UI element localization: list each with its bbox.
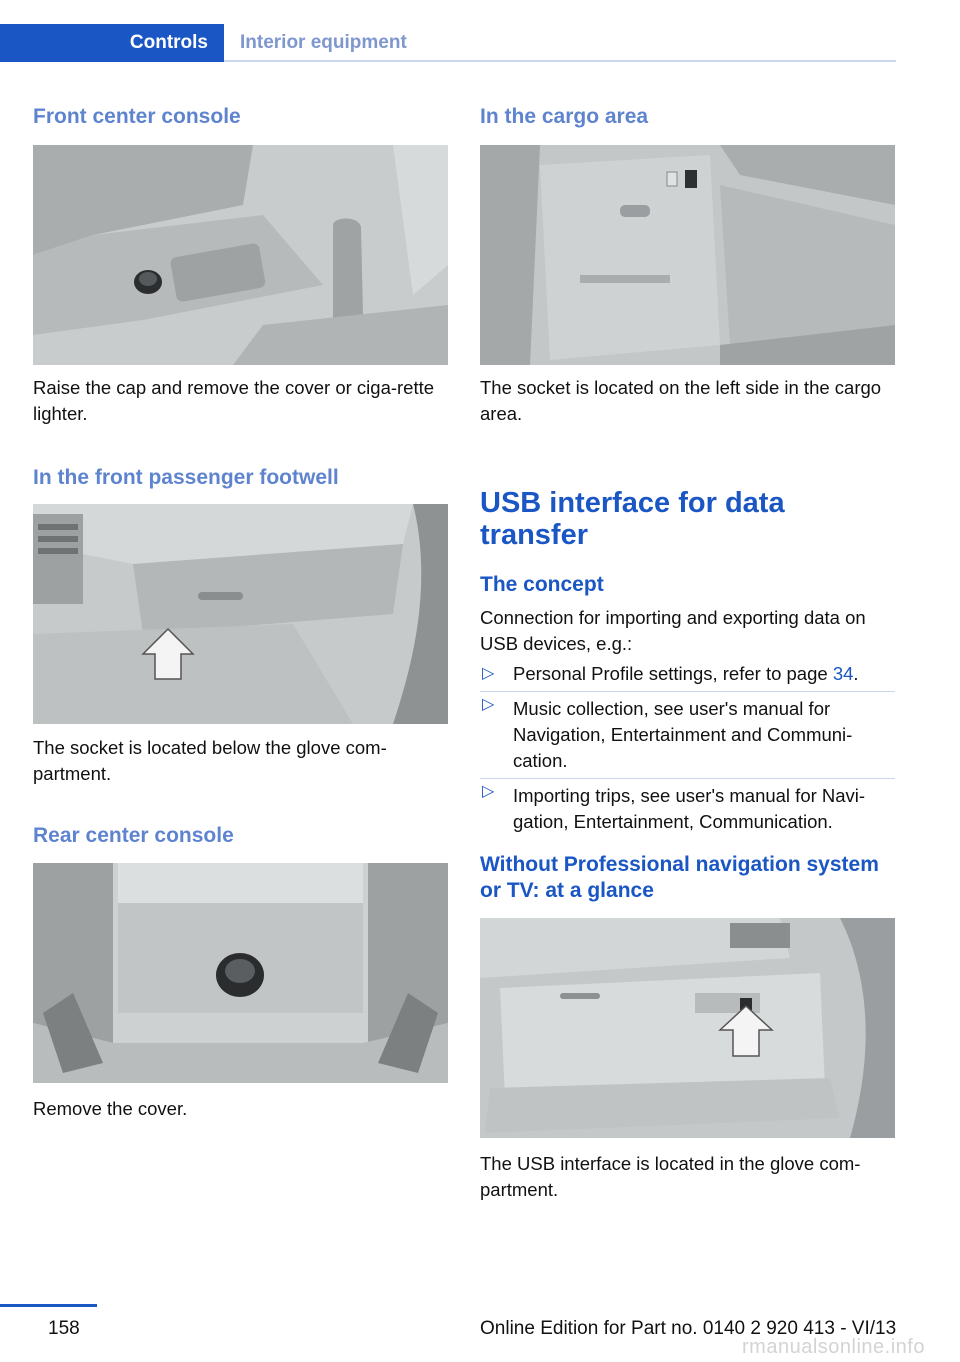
list-item: ▷ Importing trips, see user's manual for… xyxy=(480,778,895,835)
section-title-front-passenger-footwell: In the front passenger footwell xyxy=(33,466,339,489)
concept-text: Connection for importing and exporting d… xyxy=(480,607,866,654)
edition-info: Online Edition for Part no. 0140 2 920 4… xyxy=(480,1318,897,1339)
bullet-text: Personal Profile settings, refer to page xyxy=(513,663,833,684)
bullet-text: Importing trips, see user's manual for N… xyxy=(513,785,866,832)
list-item: ▷ Music collection, see user's manual fo… xyxy=(480,691,895,774)
front-center-console-text: Raise the cap and remove the cover or ci… xyxy=(33,377,435,424)
cargo-area-text: The socket is located on the left side i… xyxy=(480,377,882,424)
glance-text: The USB interface is located in the glov… xyxy=(480,1153,861,1200)
bullet-text: Music collection, see user's manual for … xyxy=(513,698,853,771)
tab-controls[interactable]: Controls xyxy=(0,24,224,62)
glance-heading: Without Professional navigation system o… xyxy=(480,853,879,902)
photo-front-center-console xyxy=(33,145,448,365)
footer-rule xyxy=(0,1304,97,1307)
triangle-bullet-icon: ▷ xyxy=(482,783,495,800)
photo-cargo-area xyxy=(480,145,895,365)
usb-uses-list: ▷ Personal Profile settings, refer to pa… xyxy=(480,661,895,835)
concept-heading: The concept xyxy=(480,573,604,596)
photo-rear-center-console xyxy=(33,863,448,1083)
tab-interior-equipment[interactable]: Interior equipment xyxy=(240,32,407,53)
triangle-bullet-icon: ▷ xyxy=(482,696,495,713)
rear-center-console-text: Remove the cover. xyxy=(33,1098,188,1119)
front-passenger-footwell-text: The socket is located below the glove co… xyxy=(33,737,387,784)
header-rule xyxy=(0,60,896,62)
page-link[interactable]: 34 xyxy=(832,663,854,684)
photo-front-passenger-footwell xyxy=(33,504,448,724)
page-number: 158 xyxy=(48,1318,80,1339)
watermark: rmanualsonline.info xyxy=(742,1336,925,1358)
list-item: ▷ Personal Profile settings, refer to pa… xyxy=(480,661,895,687)
section-title-rear-center-console: Rear center console xyxy=(33,824,234,847)
usb-interface-heading: USB interface for data transfer xyxy=(480,487,785,551)
section-title-cargo-area: In the cargo area xyxy=(480,105,649,128)
photo-glove-compartment-usb xyxy=(480,918,895,1138)
section-title-front-center-console: Front center console xyxy=(33,105,241,128)
bullet-end: . xyxy=(853,663,859,684)
triangle-bullet-icon: ▷ xyxy=(482,665,495,682)
